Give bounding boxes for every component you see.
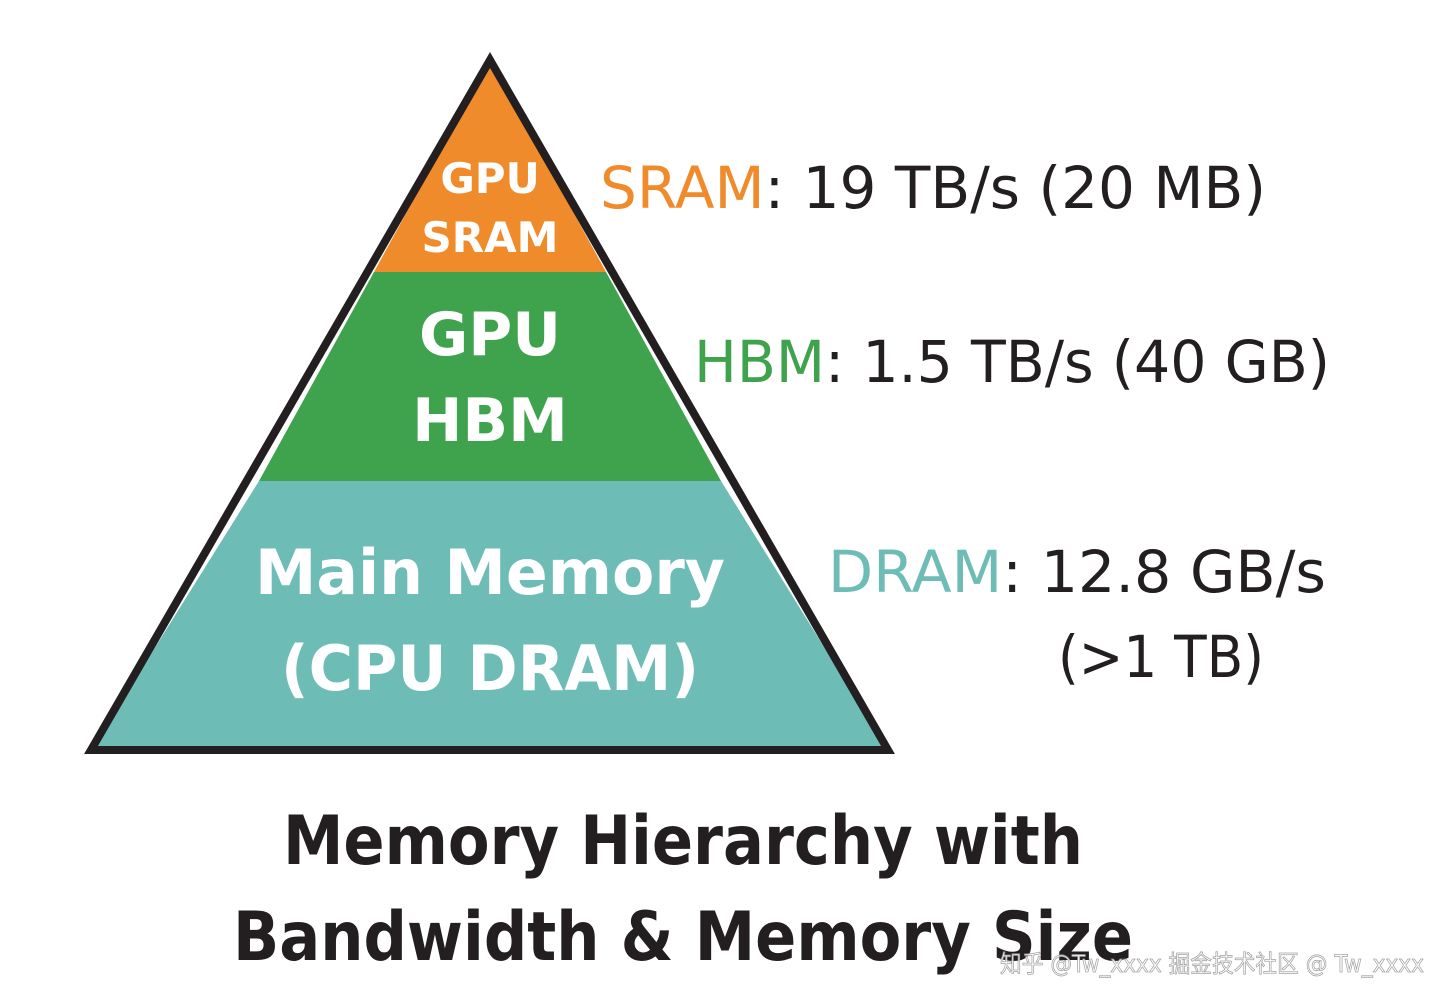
- dram-spec-size: (>1 TB): [1058, 623, 1264, 691]
- dram-spec-name: DRAM: [828, 538, 1002, 606]
- hbm-spec-detail: : 1.5 TB/s (40 GB): [825, 328, 1330, 396]
- hbm-tier-label-line1: GPU: [419, 300, 561, 370]
- watermark: 知乎 @Tw_xxxx 掘金技术社区 @ Tw_xxxx: [1000, 950, 1424, 978]
- sram-spec-detail: : 19 TB/s (20 MB): [765, 154, 1266, 222]
- pyramid-outline: [84, 52, 895, 754]
- dram-spec-detail: : 12.8 GB/s: [1002, 538, 1326, 606]
- caption-line1: Memory Hierarchy with: [283, 802, 1083, 881]
- sram-tier-label-line1: GPU: [440, 154, 539, 203]
- hbm-tier-label-line2: HBM: [412, 386, 568, 456]
- caption-line2: Bandwidth & Memory Size: [233, 898, 1133, 977]
- sram-tier-label-line2: SRAM: [422, 213, 559, 262]
- tier-sram: [374, 60, 606, 272]
- sram-spec: SRAM: 19 TB/s (20 MB): [600, 154, 1266, 222]
- tier-hbm: [259, 272, 721, 481]
- hbm-spec-name: HBM: [694, 328, 825, 396]
- tier-dram: [91, 481, 888, 750]
- dram-tier-label-line2: (CPU DRAM): [281, 632, 699, 705]
- dram-tier-label-line1: Main Memory: [255, 536, 725, 609]
- sram-spec-name: SRAM: [600, 154, 765, 222]
- dram-spec: DRAM: 12.8 GB/s: [828, 538, 1326, 606]
- hbm-spec: HBM: 1.5 TB/s (40 GB): [694, 328, 1330, 396]
